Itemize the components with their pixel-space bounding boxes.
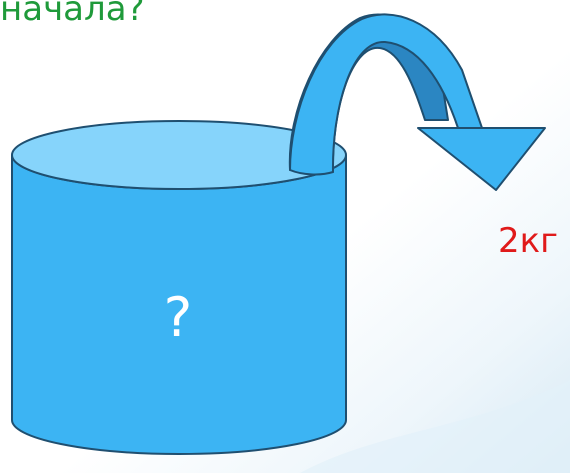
weight-label: 2кг (498, 221, 558, 261)
header-text: начала? (0, 0, 145, 29)
barrel-label: ? (164, 286, 193, 349)
